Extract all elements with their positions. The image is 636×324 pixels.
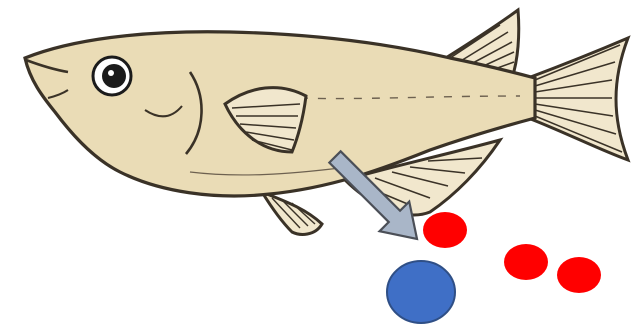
red-dot (423, 212, 467, 248)
red-dot (557, 257, 601, 293)
eye-highlight (108, 70, 114, 76)
blue-dot (387, 261, 455, 323)
eye-pupil (102, 64, 126, 88)
red-dot (504, 244, 548, 280)
